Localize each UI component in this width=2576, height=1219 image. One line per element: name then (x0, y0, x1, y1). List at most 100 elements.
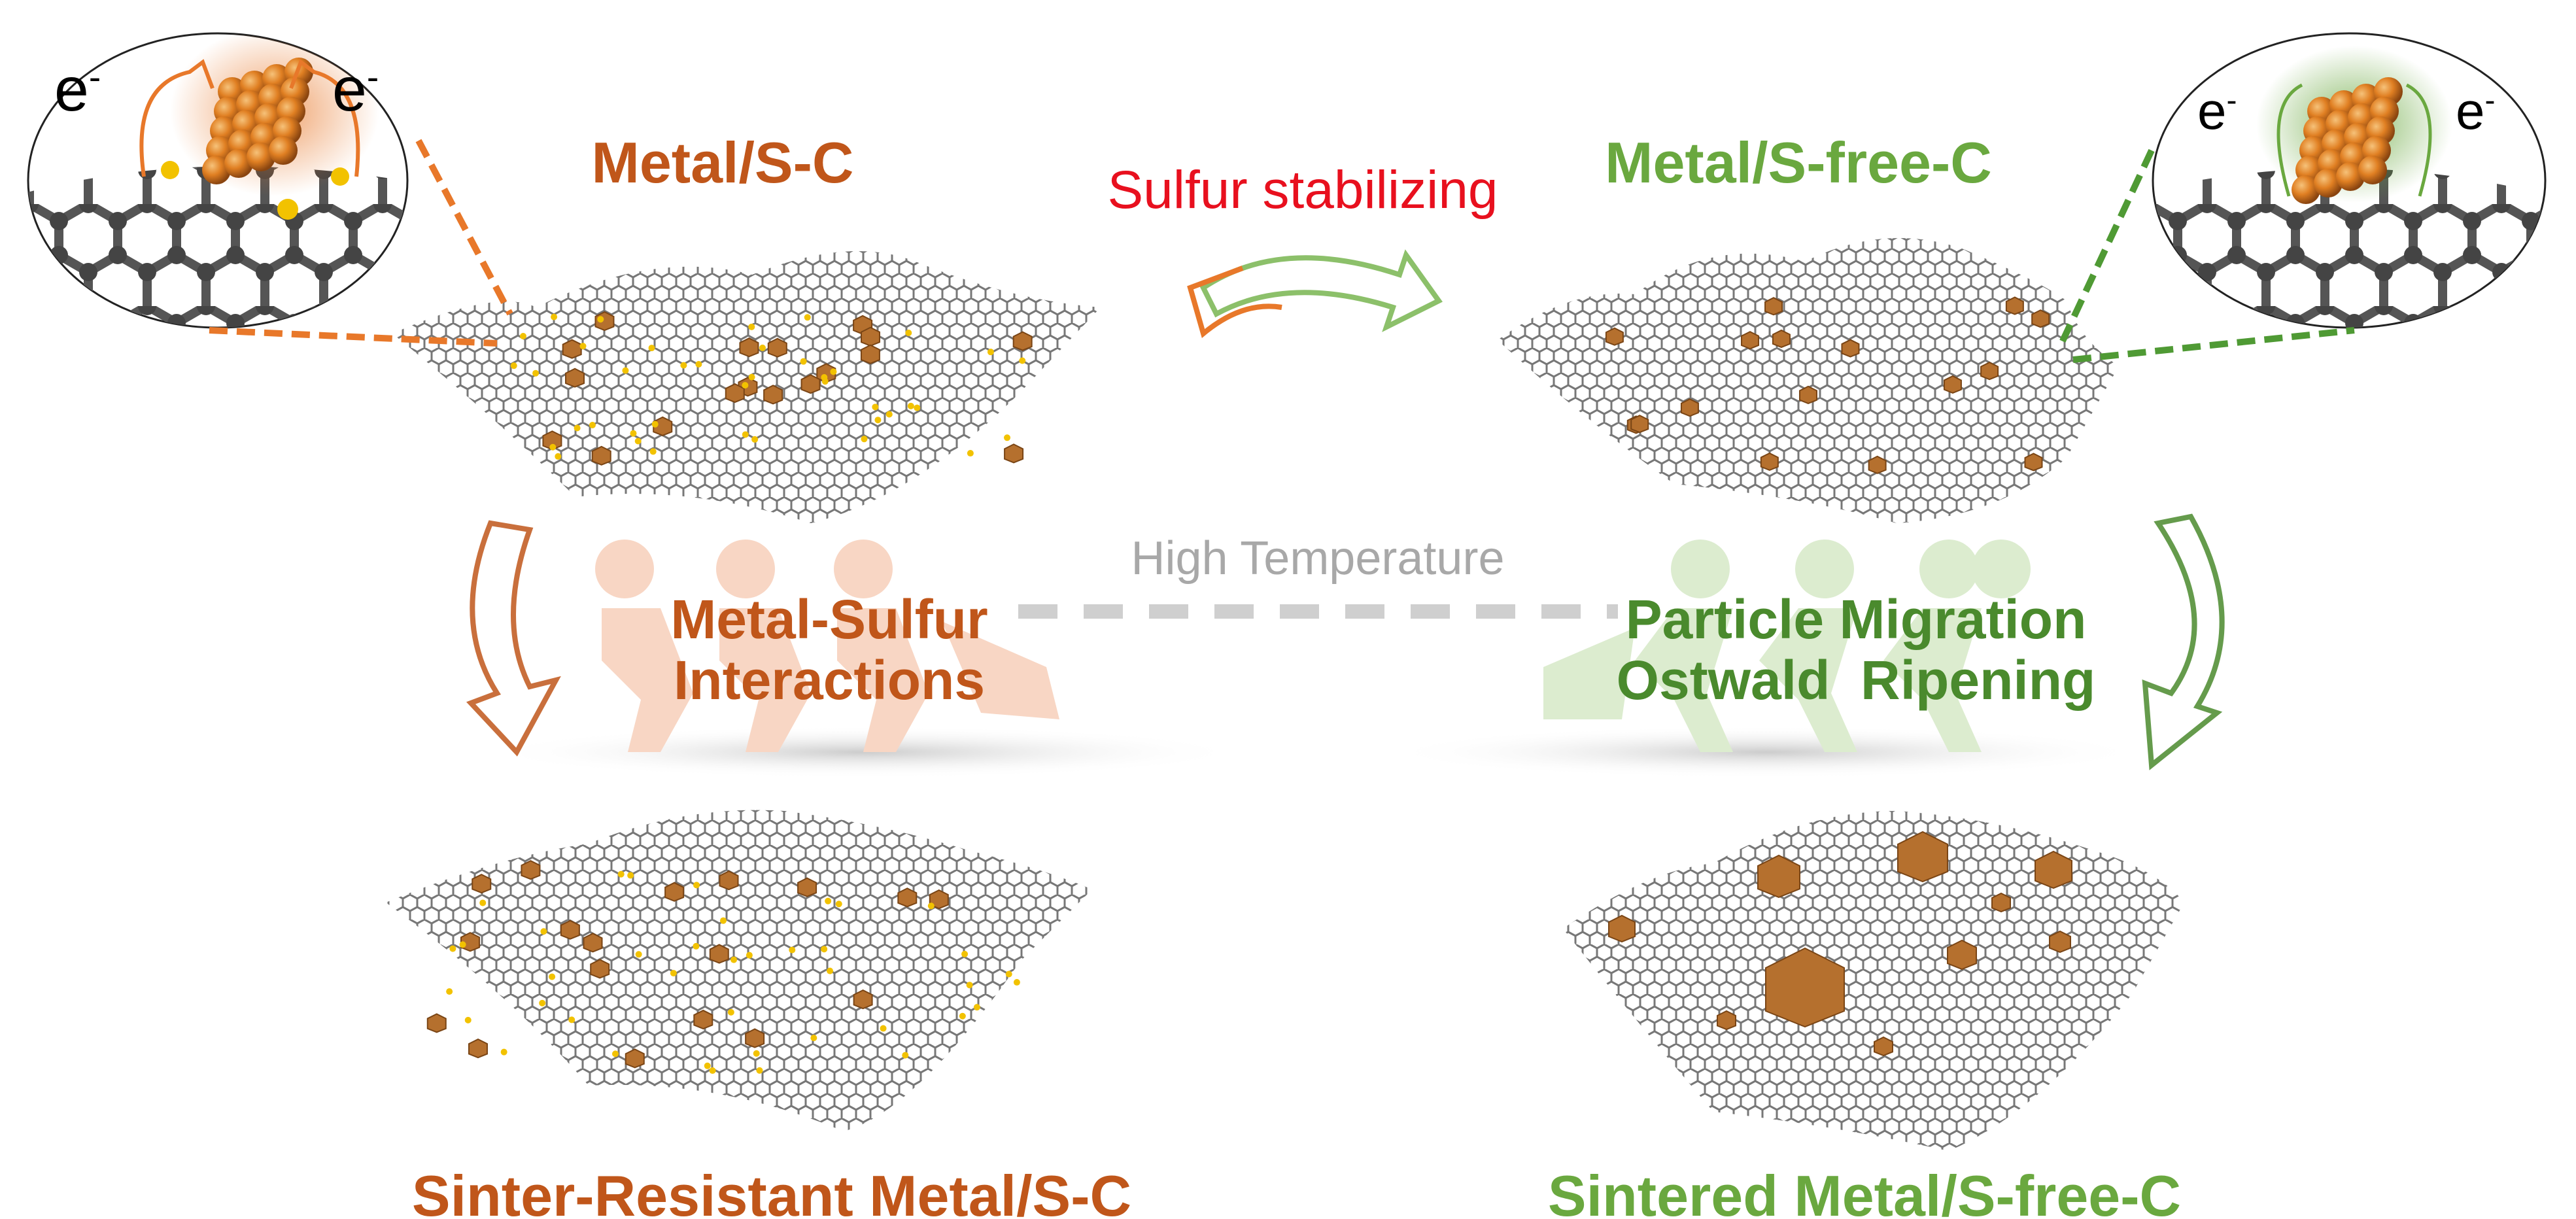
electron-symbol: e (332, 55, 367, 124)
high-temp-arrow-right (2142, 513, 2225, 770)
sintered-metal-particle (1897, 831, 1948, 883)
metal-nanoparticle (562, 339, 582, 359)
sulfur-atom (746, 952, 753, 959)
sulfur-atom (539, 999, 546, 1006)
metal-nanoparticle (853, 989, 873, 1010)
sulfur-atom (500, 1048, 507, 1056)
sulfur-atom (635, 951, 642, 958)
electron-label-left: e- (54, 59, 101, 121)
metal-nanoparticle (625, 1048, 645, 1069)
sulfur-atom (459, 941, 466, 948)
sulfur-atom (579, 343, 587, 350)
sulfur-atom (821, 946, 828, 953)
metal-nanoparticle (1943, 375, 1962, 394)
sulfur-atom (987, 349, 994, 356)
electron-charge: - (88, 56, 101, 97)
metal-nanoparticle (693, 1009, 713, 1030)
sulfur-atom (551, 313, 558, 320)
sintered-metal-particle (1991, 892, 2011, 913)
label-high-temperature: High Temperature (1131, 532, 1505, 585)
sulfur-atom (695, 361, 702, 368)
running-figures-left (595, 540, 1059, 752)
sintered-metal-particle (1874, 1036, 1893, 1057)
electron-arrow-green-left (2276, 83, 2303, 197)
sulfur-atom (627, 872, 634, 879)
sulfur-atom (449, 945, 456, 952)
sintered-metal-particle (1757, 854, 1800, 899)
metal-cluster (2292, 77, 2403, 204)
floor-shadow-right (1386, 726, 2145, 778)
sulfur-atom (927, 902, 935, 910)
metal-atom (202, 156, 231, 184)
metal-nanoparticle (800, 374, 821, 394)
metal-nanoparticle (1868, 455, 1887, 474)
metal-atom (2358, 156, 2387, 184)
sulfur-atom (549, 973, 556, 980)
sulfur-atom (611, 1050, 619, 1057)
metal-nanoparticle (468, 1039, 488, 1059)
metal-nanoparticle (1680, 398, 1699, 417)
sulfur-atom (973, 1004, 980, 1011)
metal-nanoparticle (739, 337, 759, 358)
sulfur-atom (670, 970, 677, 977)
sulfur-atom (959, 1012, 966, 1020)
zoom-inset-metal-s-c (27, 32, 409, 329)
metal-nanoparticle (2024, 453, 2043, 472)
metal-nanoparticle (664, 882, 685, 902)
sintered-metal-particle (1717, 1010, 1736, 1031)
sulfur-atom (709, 1067, 716, 1074)
graphene-sheet-bottom-right (1563, 811, 2184, 1151)
running-figures-right (1543, 540, 2031, 752)
metal-nanoparticle (2005, 296, 2024, 315)
sulfur-atom (589, 422, 596, 429)
high-temp-arrow-left (466, 520, 561, 757)
sulfur-atom (821, 378, 829, 385)
sulfur-atom (597, 316, 604, 323)
title-metal-s-c: Metal/S-C (591, 130, 854, 195)
sulfur-atom (748, 373, 755, 381)
sulfur-atom (753, 1050, 760, 1057)
metal-nanoparticle (1798, 385, 1817, 404)
metal-atom (2292, 175, 2320, 204)
zoom-inset-metal-s-free-c (2152, 32, 2547, 329)
sulfur-atom (907, 402, 914, 409)
electron-charge: - (366, 56, 379, 97)
metal-nanoparticle (521, 860, 541, 880)
metal-nanoparticle (472, 874, 492, 894)
label-metal-sulfur: Metal-Sulfur (670, 589, 988, 650)
sulfur-atom (651, 421, 659, 428)
electron-arrow-right (289, 59, 360, 177)
sulfur-atom (800, 358, 807, 365)
metal-nanoparticle (565, 368, 585, 388)
zoom-connector-left-bottom (209, 327, 498, 347)
metal-nanoparticle (1630, 415, 1649, 434)
sulfur-atom (649, 448, 657, 455)
metal-nanoparticle (1012, 331, 1033, 351)
sulfur-atom (1004, 434, 1011, 441)
label-interactions: Interactions (673, 649, 986, 711)
sulfur-atom (540, 928, 547, 935)
sulfur-atom (742, 431, 749, 438)
sulfur-atom (759, 344, 766, 351)
sulfur-atom (532, 369, 540, 377)
sintered-metal-particle (1608, 914, 1636, 943)
sulfur-atom (622, 367, 629, 374)
sulfur-atom (905, 330, 912, 337)
electron-arrow-left (139, 59, 215, 177)
metal-nanoparticle (725, 383, 745, 403)
sulfur-atom (648, 345, 655, 352)
metal-atom (2314, 169, 2343, 197)
zoom-connector-left (415, 139, 513, 316)
electron-label-right: e- (332, 59, 379, 121)
sulfur-atom (446, 988, 453, 995)
metal-atom (224, 149, 253, 178)
label-ostwald-ripening: Ostwald Ripening (1616, 649, 2096, 711)
sulfur-atom (742, 382, 749, 389)
sulfur-atom (902, 1052, 909, 1059)
electron-label-right-inset-right: e- (2456, 85, 2495, 137)
sulfur-atom (520, 332, 527, 339)
graphene-sheet-bottom-left (386, 810, 1092, 1131)
graphene-sheet-top-right (1498, 238, 2119, 523)
